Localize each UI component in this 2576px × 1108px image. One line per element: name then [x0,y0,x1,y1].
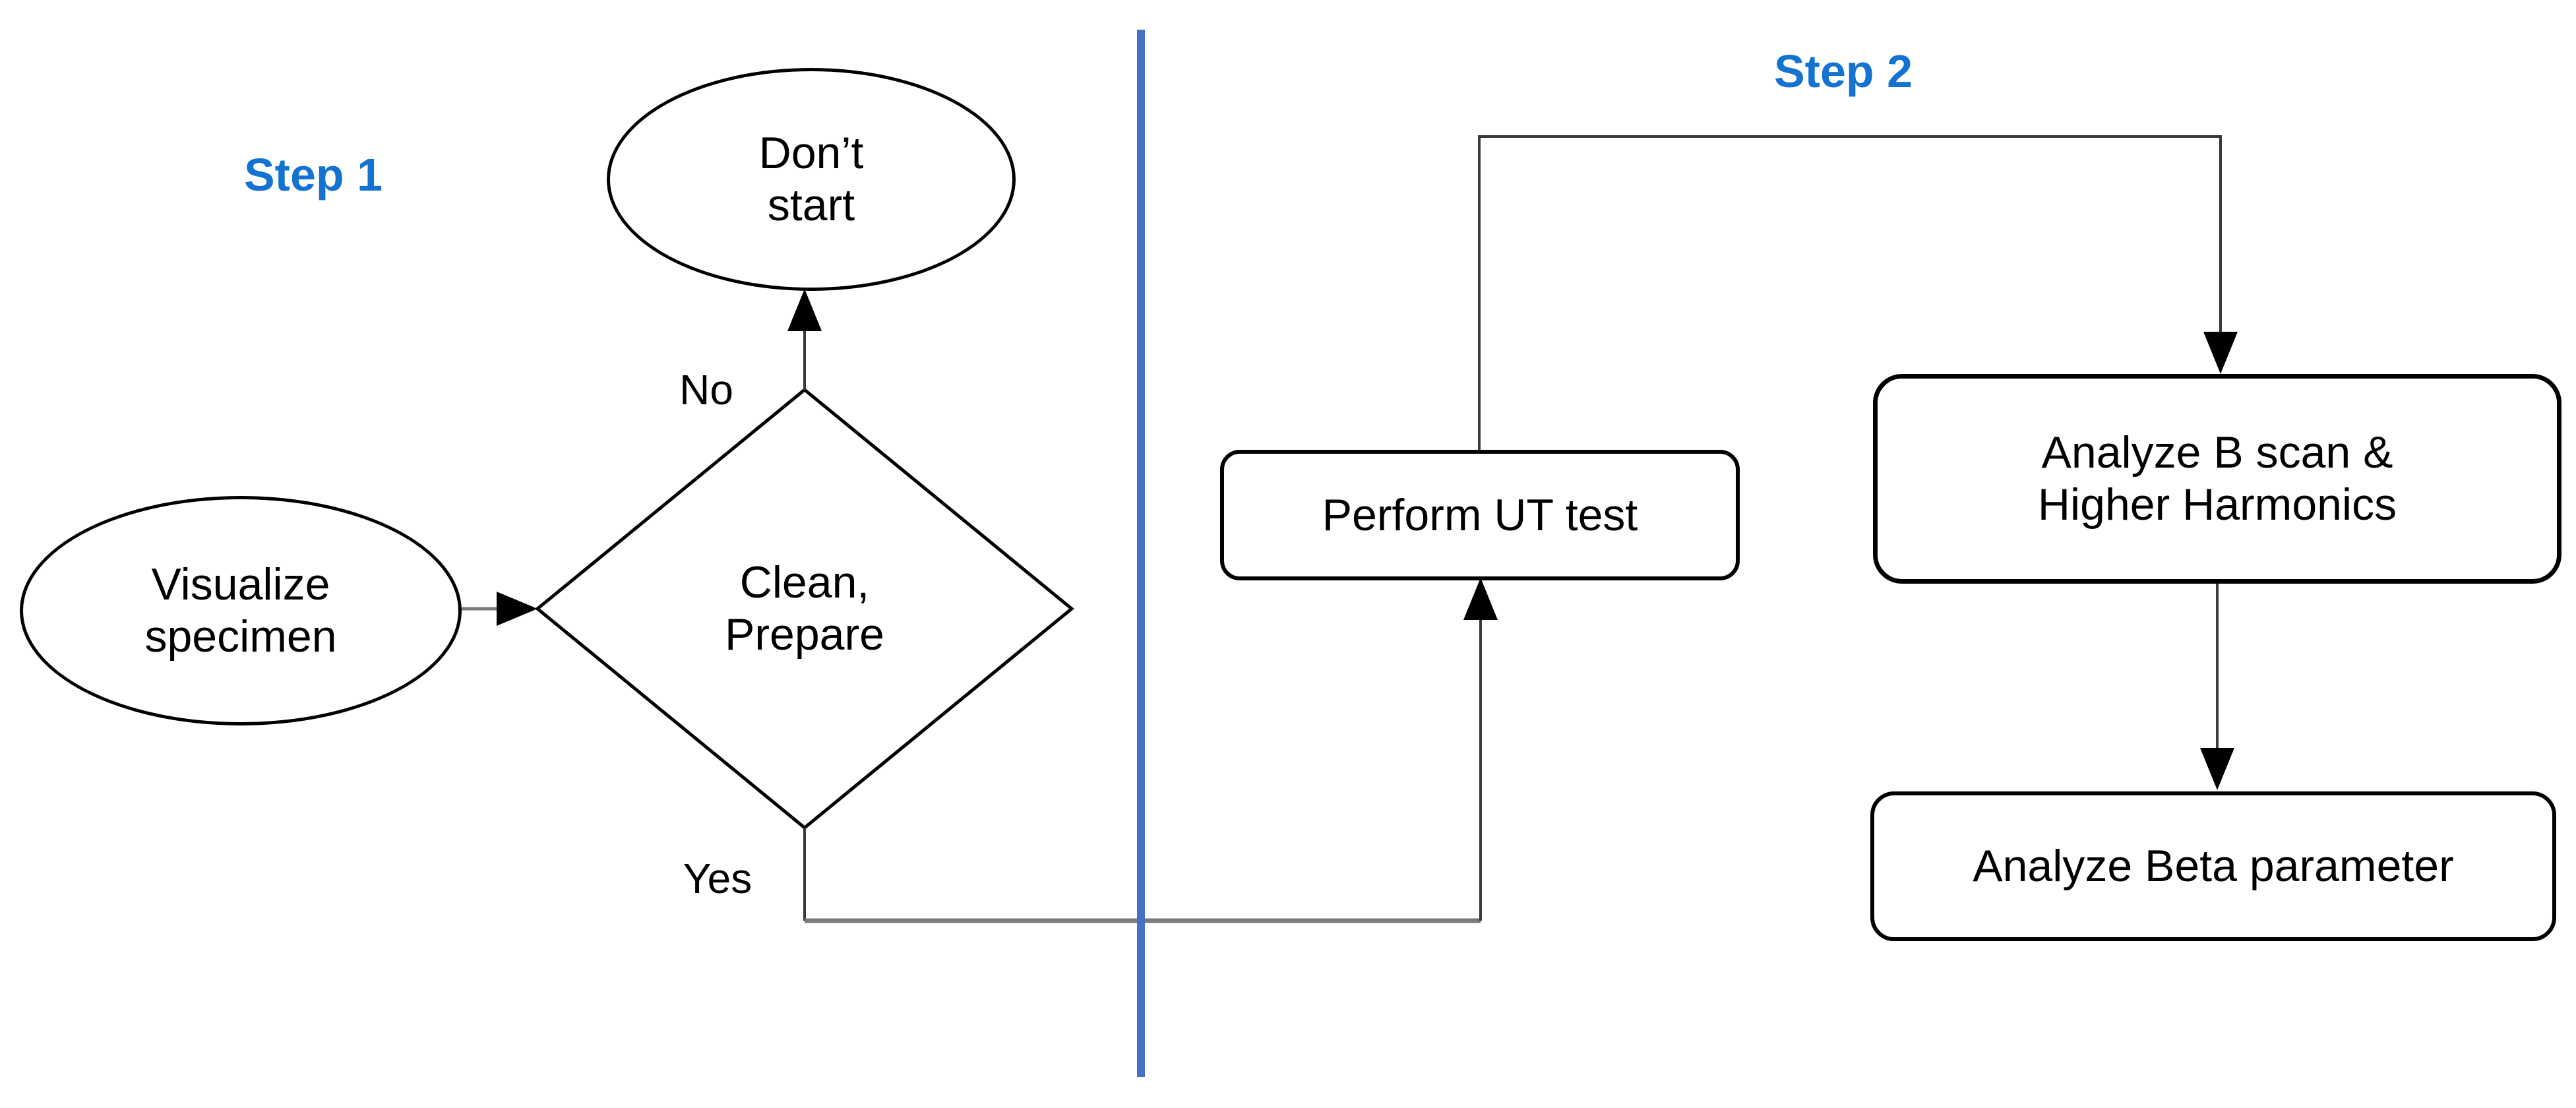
node-perform-ut-test-label: Perform UT test [1322,489,1638,540]
edge-visualize-arrowhead-icon [497,592,537,626]
edge-beta-arrowhead-icon [2200,748,2234,790]
edge-label-no: No [679,366,733,414]
node-dont-start-label: Don’t start [758,128,864,230]
edge-yes-arrowhead-icon [1463,578,1498,620]
step2-label: Step 2 [1773,46,1913,97]
node-dont-start: Don’t start [607,68,1016,291]
node-analyze-beta: Analyze Beta parameter [1870,791,2556,941]
node-perform-ut-test: Perform UT test [1220,450,1740,580]
step1-label: Step 1 [243,149,383,200]
node-visualize-specimen-label: Visualize specimen [144,559,337,662]
node-analyze-beta-label: Analyze Beta parameter [1973,841,2454,892]
node-visualize-specimen: Visualize specimen [20,496,462,725]
node-clean-prepare-label: Clean, Prepare [725,557,884,660]
step-divider-line [1137,30,1145,1077]
edge-no-arrowhead-icon [787,289,822,331]
node-analyze-b-scan: Analyze B scan & Higher Harmonics [1873,374,2561,584]
node-analyze-b-scan-label: Analyze B scan & Higher Harmonics [2037,427,2397,530]
edge-bscan-arrowhead-icon [2203,332,2238,374]
edge-ut-to-bscan-line [1478,135,2222,450]
edge-label-yes: Yes [683,855,752,902]
